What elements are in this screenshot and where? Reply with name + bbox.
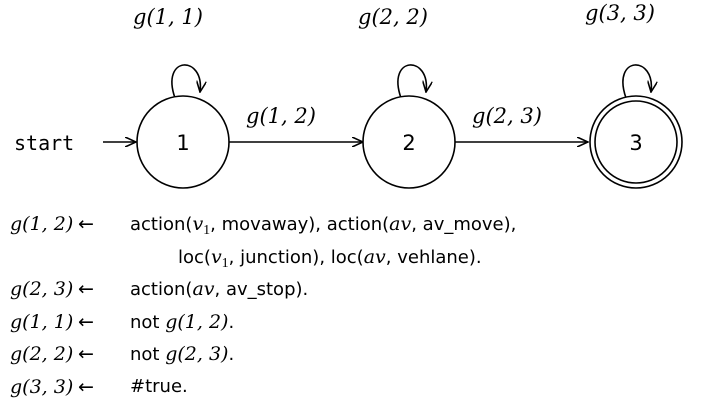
state-1-loop-label: g(1, 1) (133, 5, 203, 29)
rule-5-body: #true. (130, 371, 188, 404)
rule-segment: not (130, 344, 166, 365)
rule-segment: av (192, 278, 215, 300)
rule-1-head: g(1, 2) (10, 213, 74, 235)
state-1-node (136, 95, 230, 189)
rule-segment: . (228, 344, 235, 365)
rule-3-head: g(1, 1) (10, 310, 74, 333)
state-2-self-loop (397, 64, 426, 99)
rule-segment: v (210, 245, 222, 268)
rule-4-body: not g(2, 3). (130, 338, 234, 372)
state-1-label: 1 (176, 131, 189, 155)
rule-segment: , movaway), action( (210, 214, 390, 235)
transition-2-3-label: g(2, 3) (472, 104, 542, 128)
rule-4-arrow: ← (78, 343, 94, 365)
state-3-accepting-ring (594, 100, 678, 184)
rule-segment: g(2, 3) (165, 343, 229, 365)
rule-3-body: not g(1, 2). (130, 306, 234, 340)
rule-segment: 1 (221, 255, 229, 271)
rule-segment: action( (130, 214, 193, 235)
rule-2-arrow: ← (78, 278, 94, 300)
rule-2-head: g(2, 3) (10, 278, 74, 300)
rule-segment: 1 (203, 223, 211, 238)
state-3-self-loop (622, 64, 651, 99)
rule-1-continuation-body: loc(v1, junction), loc(av, vehlane). (178, 241, 482, 281)
rule-segment: , av_stop). (214, 279, 309, 300)
rule-3-arrow: ← (78, 310, 94, 333)
state-3-node-outer (589, 95, 683, 189)
rule-segment: not (130, 311, 166, 333)
rule-5-arrow: ← (78, 375, 94, 398)
rule-1-body: action(v1, movaway), action(av, av_move)… (130, 208, 516, 248)
rule-2-body: action(av, av_stop). (130, 273, 308, 307)
rule-segment: . (228, 311, 235, 333)
rule-segment: , junction), loc( (228, 246, 364, 268)
state-2-loop-label: g(2, 2) (358, 5, 428, 29)
rule-1-arrow: ← (78, 213, 94, 235)
state-3-loop-label: g(3, 3) (585, 1, 655, 25)
rule-segment: g(1, 2) (165, 310, 229, 333)
state-3-label: 3 (629, 131, 642, 155)
rule-segment: , vehlane). (385, 246, 482, 268)
rule-segment: av (363, 245, 386, 268)
state-2-node (362, 95, 456, 189)
rule-segment: av (389, 213, 412, 235)
rule-segment: loc( (178, 246, 211, 268)
rule-segment: #true. (130, 375, 188, 397)
state-2-label: 2 (402, 131, 415, 155)
rule-segment: action( (130, 279, 193, 300)
rule-4-head: g(2, 2) (10, 343, 74, 365)
start-label: start (14, 131, 74, 155)
rule-5-head: g(3, 3) (10, 375, 74, 398)
rule-segment: , av_move), (411, 214, 517, 235)
transition-1-2-label: g(1, 2) (246, 104, 316, 128)
state-1-self-loop (171, 64, 200, 99)
rule-segment: v (192, 213, 204, 235)
